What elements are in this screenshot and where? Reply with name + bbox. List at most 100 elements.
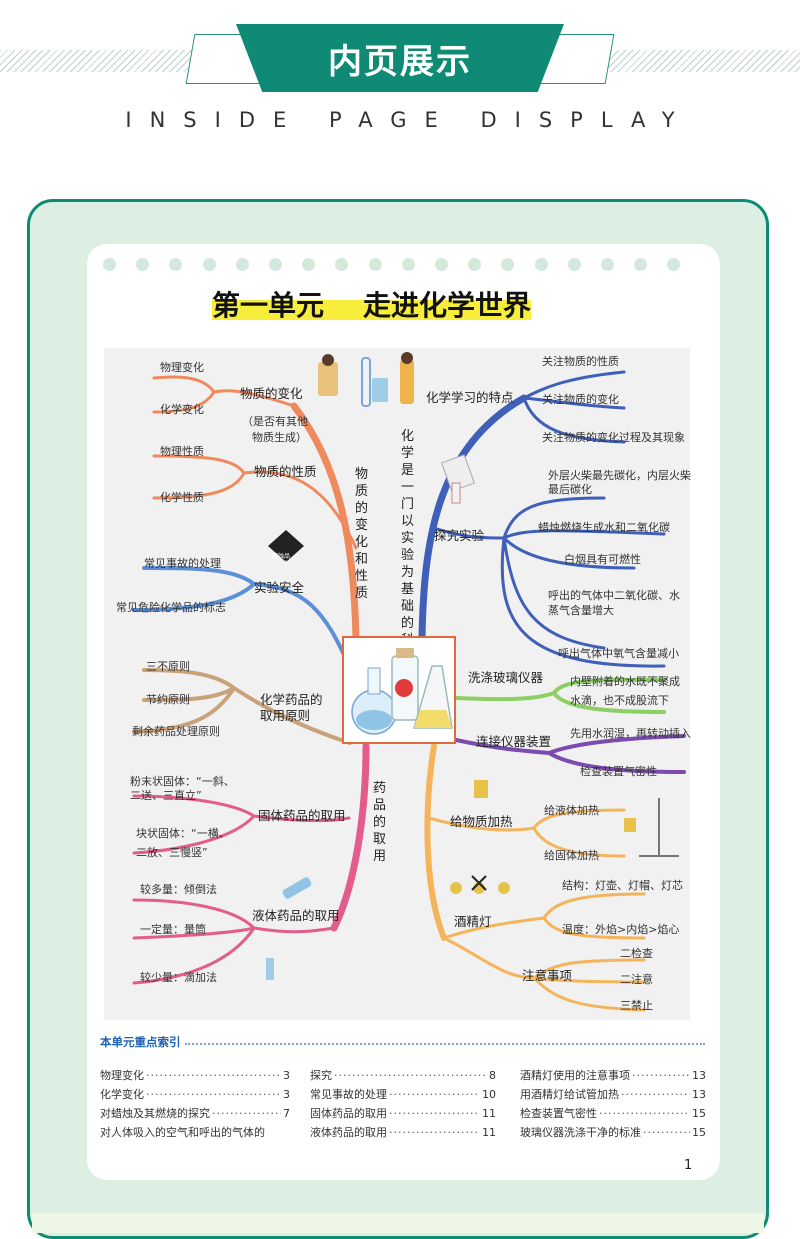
node-heat: 给物质加热 <box>450 814 513 829</box>
branch-science-trunk <box>418 394 528 640</box>
leaf-cylinder: 一定量：量筒 <box>140 923 206 936</box>
page-number: 1 <box>684 1158 693 1173</box>
mind-map: 物理变化 化学变化 物质的变化 （是否有其他 物质生成） 物理性质 化学性质 物… <box>104 348 691 1020</box>
index-entry: 化学变化 3 <box>100 1088 290 1102</box>
node-wash: 洗涤玻璃仪器 <box>468 670 544 685</box>
leaf-two-attention: 二注意 <box>620 973 653 986</box>
index-leader <box>146 1069 281 1083</box>
leaf-block-1: 块状固体：“一横、 <box>136 827 230 840</box>
changes-note-1: （是否有其他 <box>242 415 308 428</box>
scientist-figure-2 <box>400 360 414 404</box>
leaf-explore-4b: 蒸气含量增大 <box>548 604 614 617</box>
leaf-connect-2: 检查装置气密性 <box>580 765 657 778</box>
leaf-explore-1b: 最后碳化 <box>548 483 592 496</box>
leaf-three-no: 三不原则 <box>146 660 190 673</box>
index-leader <box>389 1088 480 1102</box>
index-entry: 玻璃仪器洗涤干净的标准 15 <box>520 1126 706 1140</box>
node-explore: 探究实验 <box>434 528 485 543</box>
lamp-icon-1 <box>450 882 462 894</box>
binding-dots <box>103 258 703 274</box>
leaf-explore-2: 蜡烛燃烧生成水和二氧化碳 <box>538 521 670 534</box>
leaf-chemical-change: 化学变化 <box>160 403 204 416</box>
index-entry-text: 检查装置气密性 <box>520 1107 597 1120</box>
node-safety: 实验安全 <box>254 580 305 595</box>
binding-dot <box>468 258 482 271</box>
index-entry-page: 13 <box>692 1088 706 1101</box>
leaf-focus-props: 关注物质的性质 <box>542 355 619 368</box>
binding-dot <box>534 258 548 271</box>
index-entry-page: 11 <box>482 1107 496 1120</box>
leaf-explore-4a: 呼出的气体中二氧化碳、水 <box>548 589 680 602</box>
branch-props <box>152 454 358 550</box>
leaf-chemical-props: 化学性质 <box>160 491 204 504</box>
binding-dot <box>103 258 116 271</box>
node-connect: 连接仪器装置 <box>476 734 552 749</box>
index-entry: 对蜡烛及其燃烧的探究7 <box>100 1107 290 1121</box>
index-entry-text: 液体药品的取用 <box>310 1126 387 1139</box>
index-entry-text: 用酒精灯给试管加热 <box>520 1088 619 1101</box>
index-entry-page: 10 <box>482 1088 496 1101</box>
index-entry-text: 探究 <box>310 1069 332 1082</box>
branch-solid <box>132 794 351 855</box>
leaf-focus-process: 关注物质的变化过程及其现象 <box>542 431 685 444</box>
index-entry-text: 固体药品的取用 <box>310 1107 387 1120</box>
node-features: 化学学习的特点 <box>426 390 514 405</box>
index-entry-page: 11 <box>482 1126 496 1139</box>
index-entry-page: 3 <box>283 1088 290 1101</box>
index-entry-text: 对人体吸入的空气和呼出的气体的 <box>100 1126 265 1139</box>
binding-dot <box>235 258 249 271</box>
leaf-wash-2: 水滴，也不成股流下 <box>570 694 669 707</box>
scientist-figure-1 <box>318 362 338 396</box>
corrosive-sign-icon <box>268 530 304 562</box>
dropper-icon <box>266 958 274 980</box>
index-entry-page: 15 <box>692 1107 706 1120</box>
changes-note-2: 物质生成） <box>252 431 307 444</box>
index-leader <box>334 1069 487 1083</box>
leaf-wash-1: 内壁附着的水既不聚成 <box>570 675 680 688</box>
trunk-drugs-label: 药品的取用 <box>372 781 386 864</box>
index-entry: 检查装置气密性 15 <box>520 1107 706 1121</box>
leaf-explore-1a: 外层火柴最先碳化，内层火柴 <box>548 469 691 482</box>
index-entry: 常见事故的处理 10 <box>310 1088 496 1102</box>
header-banner: 内页展示 <box>236 24 564 92</box>
index-entry-page: 15 <box>692 1126 706 1139</box>
leaf-physical-change: 物理变化 <box>160 361 204 374</box>
index-leader <box>632 1069 690 1083</box>
node-principles-2: 取用原则 <box>260 708 311 723</box>
leaf-powder-1: 粉末状固体：“一斜、 <box>130 775 235 788</box>
branch-heat <box>427 808 626 858</box>
index-heading: 本单元重点索引 <box>100 1034 705 1050</box>
index-leader <box>643 1126 690 1140</box>
leaf-two-check: 二检查 <box>620 947 653 960</box>
binding-dot <box>401 258 415 271</box>
leaf-explore-5: 呼出气体中氧气含量减小 <box>558 647 679 660</box>
branch-principles <box>132 668 352 745</box>
branch-wash <box>454 677 666 714</box>
leaf-hazard-signs: 常见危险化学品的标志 <box>116 601 226 614</box>
branch-safety <box>132 566 352 670</box>
index-leader <box>599 1107 690 1121</box>
candle-icon <box>451 482 461 504</box>
index-entry-text: 物理变化 <box>100 1069 144 1082</box>
index-entry-text: 常见事故的处理 <box>310 1088 387 1101</box>
index-entry: 物理变化3 <box>100 1069 290 1083</box>
unit-title-text: 第一单元 走进化学世界 <box>212 289 531 322</box>
index-entry: 用酒精灯给试管加热 13 <box>520 1088 706 1102</box>
leaf-saving: 节约原则 <box>146 693 190 706</box>
binding-dot <box>435 258 448 271</box>
node-props: 物质的性质 <box>254 464 317 479</box>
node-liquid: 液体药品的取用 <box>252 908 340 923</box>
index-entry: 固体药品的取用 11 <box>310 1107 496 1121</box>
leaf-lamp-structure: 结构：灯壶、灯帽、灯芯 <box>562 879 683 892</box>
index-entry-text: 玻璃仪器洗涤干净的标准 <box>520 1126 641 1139</box>
pouring-bottle-icon <box>282 877 312 899</box>
branch-connect <box>454 734 686 774</box>
index-entry: 对人体吸入的空气和呼出的气体的 <box>100 1126 290 1140</box>
decorative-hatch-right <box>590 50 800 72</box>
branch-explore <box>432 496 666 668</box>
leaf-powder-2: 二送、三直立” <box>130 789 202 802</box>
binding-dot <box>136 258 150 271</box>
index-entry-text: 化学变化 <box>100 1088 144 1101</box>
header-subtitle: INSIDE PAGE DISPLAY <box>125 108 693 132</box>
center-flask-illustration <box>342 636 456 744</box>
